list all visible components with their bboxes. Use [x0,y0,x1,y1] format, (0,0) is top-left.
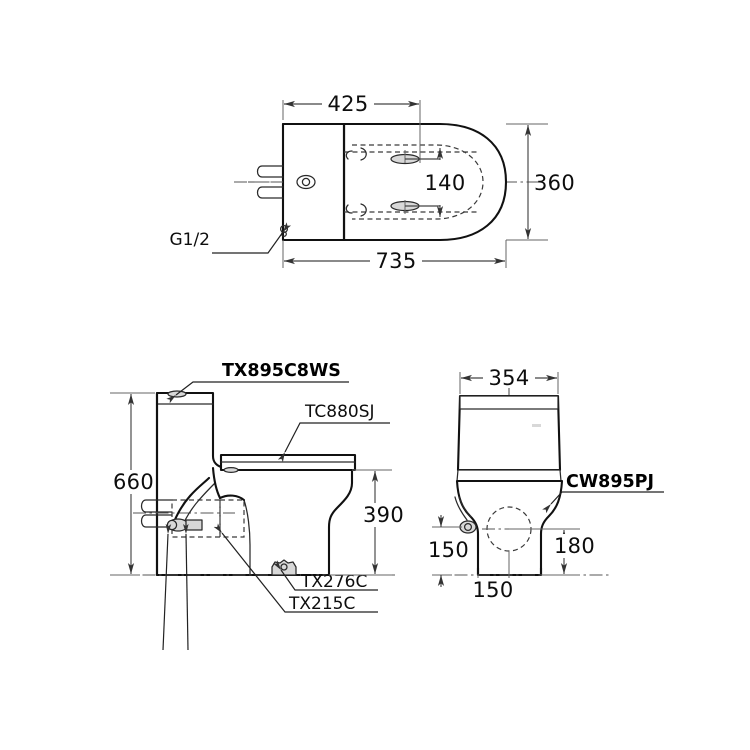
supply-hose-side [170,476,211,529]
dim-value-354: 354 [489,366,530,390]
base-inner-curve [243,499,251,576]
dim-150-left-text-bg [425,538,471,562]
dim-value-150-left: 150 [428,538,469,562]
toilet-side-profile [155,391,354,577]
dim-425-text-bg [322,92,374,114]
supply-hose-front-inner [454,496,468,521]
dim-value-425: 425 [328,92,369,116]
tank-outline-top [281,122,346,242]
supply-inlet-pipe-lower [256,186,284,199]
tank-to-base-curve [211,466,222,500]
label-tx895c8ws: TX895C8WS [222,361,341,381]
rim-hook-lower [345,204,353,214]
front-view: 354 150 180 150 CW895PJ [425,366,664,602]
flush-button-top [296,174,316,190]
angle-stop-valve-front-center [463,522,473,532]
dim-value-390: 390 [363,503,404,527]
tx276c-leader [272,560,378,591]
base-top-curve [218,494,246,502]
supply-stub-lower [140,514,173,528]
label-cw895pj: CW895PJ [566,472,654,492]
label-tc880sj: TC880SJ [304,402,375,422]
valve-leader-unlabeled-2 [183,523,189,651]
dim-value-150-bottom: 150 [473,578,514,602]
tank-lower-band-front [456,469,562,482]
flush-button-center [301,177,311,187]
brand-mark-front [532,424,541,427]
tc880sj-leader [277,422,390,463]
angle-stop-valve-front [459,520,477,534]
dim-150-bottom-text-bg [467,578,519,600]
cw895pj-leader [542,491,664,514]
dim-value-735: 735 [376,249,417,273]
valve-leader-unlabeled-1 [162,523,172,651]
tank-lid-band-front [459,395,559,410]
dim-value-140: 140 [425,171,466,195]
rough-in-box-hidden-2 [219,499,245,538]
bowl-inner-rim-hidden [352,144,484,220]
dim-value-660: 660 [113,470,154,494]
dim-390-text-bg [358,503,404,527]
dim-value-180: 180 [554,534,595,558]
dim-value-360: 360 [534,171,575,195]
g-half-leader-line [212,222,292,254]
dim-140-text-bg [417,171,473,193]
label-tx215c: TX215C [288,594,355,614]
tx895c8ws-leader [166,381,349,404]
supply-hose-front [458,496,472,518]
tx215c-leader [213,523,378,613]
top-view: G1/2 425 140 360 735 [169,92,575,273]
rim-hook-upper [345,150,353,160]
label-tx276c: TX276C [300,572,367,592]
floor-bolt-cap-center [280,563,288,571]
supply-stub-upper [140,499,173,513]
dim-735-text-bg [370,249,422,271]
supply-inlet-pipe-upper [256,165,284,178]
dim-180-text-bg [551,534,597,558]
side-view: TX895C8WS TC880SJ TX276C TX215C 660 390 [110,361,404,651]
floor-bolt-cap [271,559,297,576]
dim-354-text-bg [483,366,535,388]
angle-stop-valve-nut [185,519,203,531]
label-g1-2: G1/2 [169,230,210,250]
seat-bumper-side [223,466,239,474]
angle-stop-valve-handle [166,519,178,531]
rim-notch-lower [360,203,367,217]
dim-660-text-bg [110,470,154,494]
rim-notch-upper [360,147,367,161]
